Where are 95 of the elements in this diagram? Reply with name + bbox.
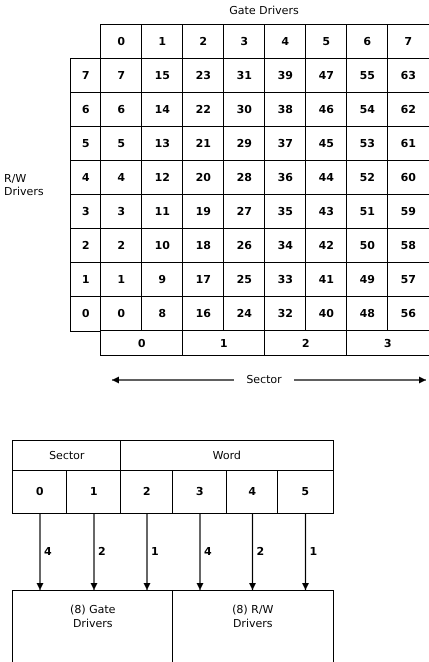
table-cell: 29 <box>223 126 266 162</box>
table-cell: 30 <box>223 92 266 128</box>
table-cell: 53 <box>346 126 388 162</box>
table-cell: 11 <box>141 194 184 230</box>
table-cell: 19 <box>182 194 224 230</box>
table-cell: 57 <box>387 262 429 298</box>
column-header: 3 <box>223 24 266 60</box>
arrow <box>36 514 44 590</box>
table-cell: 21 <box>182 126 224 162</box>
table-cell: 23 <box>182 58 224 94</box>
row-header: 0 <box>70 296 102 332</box>
sector-cell: 1 <box>182 330 266 356</box>
table-cell: 45 <box>305 126 348 162</box>
table-cell: 0 <box>100 296 142 332</box>
bit-cell: 4 <box>226 470 278 514</box>
table-cell: 2 <box>100 228 142 264</box>
table-cell: 18 <box>182 228 224 264</box>
arrow <box>196 514 204 590</box>
column-header: 4 <box>264 24 306 60</box>
table-cell: 36 <box>264 160 306 196</box>
table-cell: 60 <box>387 160 429 196</box>
table-cell: 28 <box>223 160 266 196</box>
table-cell: 33 <box>264 262 306 298</box>
driver-box: (8) Gate Drivers <box>12 590 174 662</box>
table-cell: 15 <box>141 58 184 94</box>
table-cell: 32 <box>264 296 306 332</box>
table-cell: 61 <box>387 126 429 162</box>
arrow <box>248 514 256 590</box>
table-cell: 8 <box>141 296 184 332</box>
table-cell: 54 <box>346 92 388 128</box>
field-header: Sector <box>12 440 122 472</box>
table-cell: 63 <box>387 58 429 94</box>
table-cell: 13 <box>141 126 184 162</box>
driver-box: (8) R/W Drivers <box>172 590 334 662</box>
arrow <box>90 514 98 590</box>
table-cell: 14 <box>141 92 184 128</box>
table-cell: 40 <box>305 296 348 332</box>
arrow <box>143 514 151 590</box>
table-cell: 47 <box>305 58 348 94</box>
table-cell: 31 <box>223 58 266 94</box>
bit-cell: 1 <box>66 470 122 514</box>
sector-cell: 3 <box>346 330 429 356</box>
table-cell: 20 <box>182 160 224 196</box>
table-cell: 17 <box>182 262 224 298</box>
table-cell: 51 <box>346 194 388 230</box>
table-cell: 62 <box>387 92 429 128</box>
bit-cell: 2 <box>120 470 174 514</box>
table-cell: 50 <box>346 228 388 264</box>
column-header: 2 <box>182 24 224 60</box>
table-cell: 55 <box>346 58 388 94</box>
table-cell: 38 <box>264 92 306 128</box>
column-header: 7 <box>387 24 429 60</box>
arrow <box>302 514 310 590</box>
table-cell: 9 <box>141 262 184 298</box>
table-cell: 10 <box>141 228 184 264</box>
table-cell: 59 <box>387 194 429 230</box>
column-header: 6 <box>346 24 388 60</box>
table-cell: 3 <box>100 194 142 230</box>
bit-cell: 0 <box>12 470 68 514</box>
table-cell: 49 <box>346 262 388 298</box>
column-header: 1 <box>141 24 184 60</box>
column-header: 0 <box>100 24 142 60</box>
column-header: 5 <box>305 24 348 60</box>
table-cell: 37 <box>264 126 306 162</box>
table-cell: 46 <box>305 92 348 128</box>
bit-cell: 5 <box>277 470 334 514</box>
table-cell: 7 <box>100 58 142 94</box>
bit-cell: 3 <box>172 470 228 514</box>
table-cell: 16 <box>182 296 224 332</box>
table-cell: 4 <box>100 160 142 196</box>
table-cell: 35 <box>264 194 306 230</box>
field-header: Word <box>120 440 334 472</box>
table-cell: 41 <box>305 262 348 298</box>
table-cell: 1 <box>100 262 142 298</box>
sector-cell: 2 <box>264 330 348 356</box>
table-cell: 44 <box>305 160 348 196</box>
table-cell: 26 <box>223 228 266 264</box>
table-cell: 43 <box>305 194 348 230</box>
table-cell: 42 <box>305 228 348 264</box>
table-cell: 25 <box>223 262 266 298</box>
table-cell: 22 <box>182 92 224 128</box>
table-cell: 27 <box>223 194 266 230</box>
table-cell: 6 <box>100 92 142 128</box>
table-cell: 48 <box>346 296 388 332</box>
sector-cell: 0 <box>100 330 184 356</box>
table-cell: 12 <box>141 160 184 196</box>
axis-title: R/W Drivers <box>4 172 45 198</box>
table-cell: 56 <box>387 296 429 332</box>
table-cell: 24 <box>223 296 266 332</box>
table-cell: 5 <box>100 126 142 162</box>
table-cell: 58 <box>387 228 429 264</box>
table-title: Gate Drivers <box>228 4 300 18</box>
table-cell: 34 <box>264 228 306 264</box>
table-cell: 52 <box>346 160 388 196</box>
table-cell: 39 <box>264 58 306 94</box>
